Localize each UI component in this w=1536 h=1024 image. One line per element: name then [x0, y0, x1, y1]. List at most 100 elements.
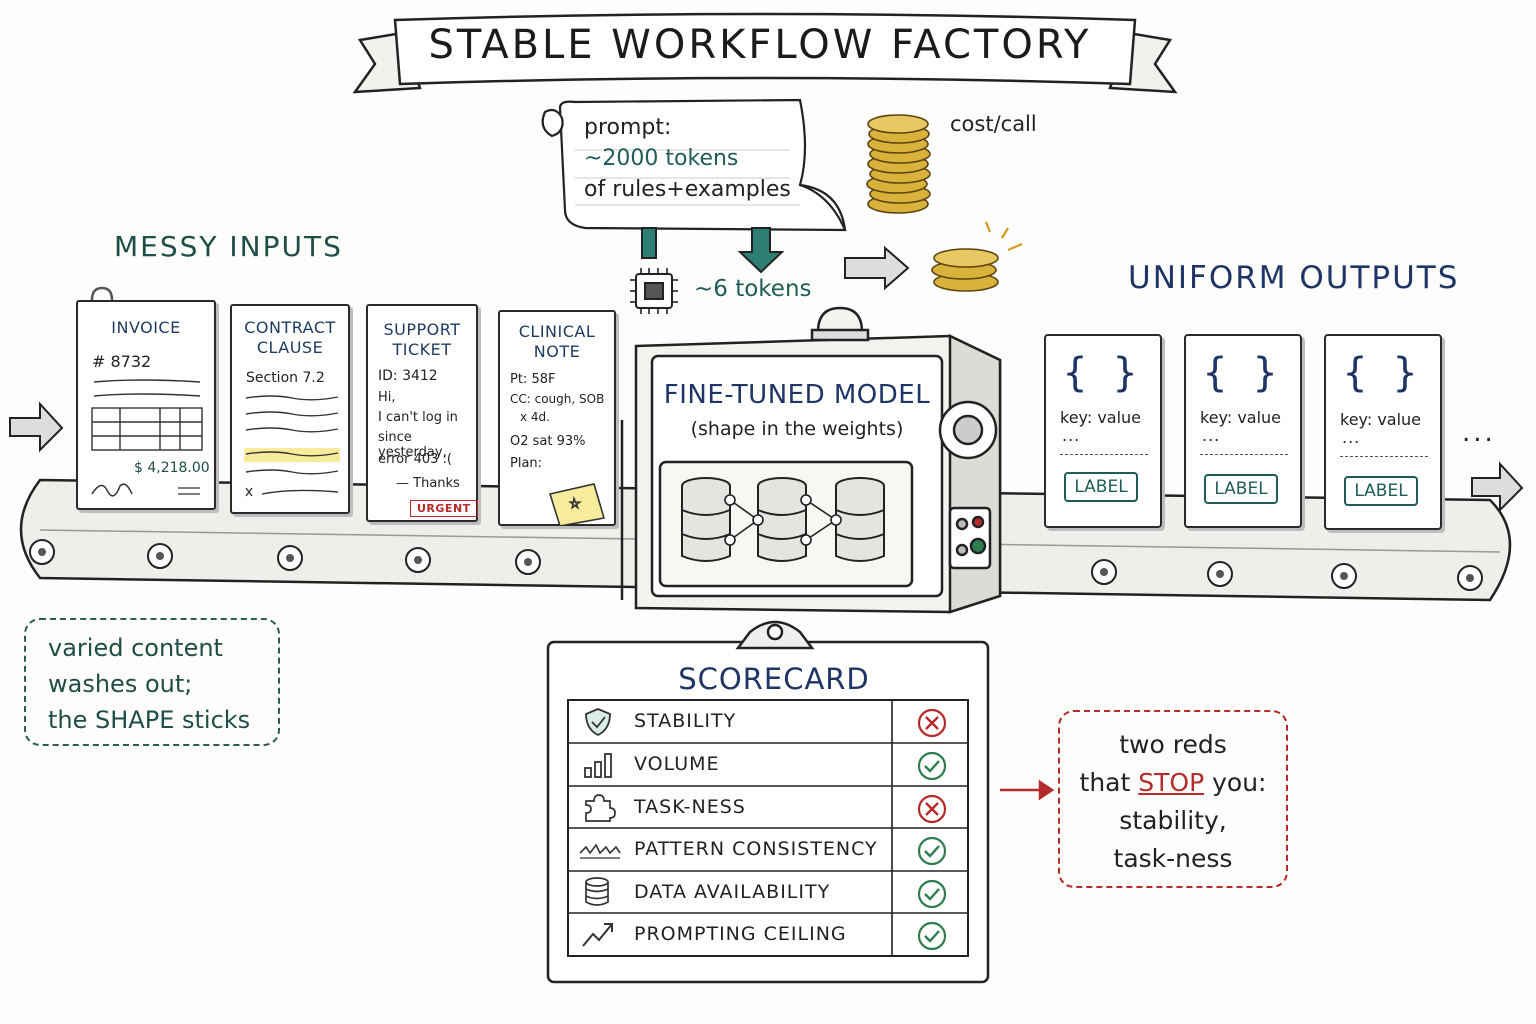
- shield-icon: [585, 708, 611, 737]
- fail-x-icon: [917, 708, 947, 738]
- more-outputs-ellipsis: ...: [1462, 418, 1496, 448]
- output-label: LABEL: [1344, 476, 1418, 506]
- output-ellipsis: ...: [1062, 426, 1081, 445]
- fine-tuned-machine: [620, 306, 1002, 614]
- prompt-token-count: ~2000 tokens: [584, 146, 739, 171]
- note-left-line-3a: the: [48, 706, 96, 734]
- json-brace-icon: { }: [1202, 350, 1284, 396]
- clinical-note-document: CLINICAL NOTE Pt: 58F CC: cough, SOB x 4…: [498, 310, 616, 526]
- pass-check-icon: [917, 836, 947, 866]
- invoice-amount: $ 4,218.00: [134, 460, 210, 476]
- scorecard-title: SCORECARD: [678, 662, 870, 696]
- chip-icon: [630, 268, 678, 314]
- output-divider: [1340, 456, 1428, 457]
- scorecard-label: STABILITY: [634, 710, 737, 732]
- scorecard-row-prompting-ceiling: PROMPTING CEILING: [568, 914, 968, 956]
- note-left-line-3c: sticks: [174, 706, 251, 734]
- wave-icon: [579, 843, 621, 859]
- pass-check-icon: [917, 751, 947, 781]
- clinical-title-1: CLINICAL: [518, 322, 596, 341]
- invoice-document: INVOICE # 8732 $ 4,218.00: [76, 300, 216, 510]
- note-left-line-3: the SHAPE sticks: [48, 702, 256, 738]
- invoice-title: INVOICE: [111, 318, 181, 337]
- scorecard-row-stability: STABILITY: [568, 701, 968, 743]
- output-key-value: key: value: [1060, 408, 1142, 427]
- pass-check-icon: [917, 921, 947, 951]
- note-left-shape-word: SHAPE: [95, 706, 175, 734]
- prompt-scroll-text: prompt: ~2000 tokens of rules+examples: [584, 112, 791, 205]
- output-card: { } key: value ... LABEL: [1044, 334, 1162, 528]
- shine-icon: [984, 221, 1023, 252]
- urgent-badge: URGENT: [410, 500, 478, 517]
- clinical-line-3: x 4d.: [520, 410, 550, 424]
- output-divider: [1060, 454, 1148, 455]
- contract-scribble-lines: [244, 395, 340, 497]
- ticket-line-2: I can't log in: [378, 410, 458, 425]
- contract-section: Section 7.2: [246, 370, 325, 386]
- model-database-icons: [681, 477, 885, 562]
- entry-arrow-icon: [9, 401, 64, 453]
- fail-x-icon: [917, 794, 947, 824]
- clinical-line-5: Plan:: [510, 456, 543, 471]
- output-key-value: key: value: [1200, 408, 1282, 427]
- bar-chart-icon: [584, 753, 612, 778]
- pass-check-icon: [917, 879, 947, 909]
- scorecard-label: DATA AVAILABILITY: [634, 881, 831, 903]
- ticket-line-4: error 403 :(: [378, 452, 453, 467]
- output-key-value: key: value: [1340, 410, 1422, 429]
- banner-title: STABLE WORKFLOW FACTORY: [428, 22, 1092, 68]
- ticket-line-1: Hi,: [378, 390, 396, 405]
- prompt-scroll: [541, 98, 847, 232]
- ticket-id: ID: 3412: [378, 368, 438, 384]
- uniform-outputs-heading: UNIFORM OUTPUTS: [1128, 260, 1460, 296]
- note-right-line-2a: that: [1079, 768, 1139, 797]
- messy-inputs-heading: MESSY INPUTS: [114, 230, 343, 263]
- clinical-title-2: NOTE: [533, 342, 581, 361]
- trend-up-icon: [582, 923, 613, 947]
- prompt-description: of rules+examples: [584, 177, 791, 202]
- note-right-line-2c: you:: [1204, 768, 1267, 797]
- scorecard-row-task-ness: TASK-NESS: [568, 787, 968, 829]
- invoice-table-icon: [91, 379, 203, 451]
- note-right-line-4: task-ness: [1113, 844, 1233, 873]
- ticket-title-2: TICKET: [392, 340, 452, 359]
- contract-title-2: CLAUSE: [256, 338, 324, 357]
- exit-arrow-icon: [1471, 461, 1524, 513]
- shape-sticks-note: varied content washes out; the SHAPE sti…: [24, 618, 280, 746]
- two-reds-note: two reds that STOP you: stability, task-…: [1058, 710, 1288, 888]
- clinical-line-2: CC: cough, SOB: [510, 392, 605, 406]
- output-ellipsis: ...: [1342, 428, 1361, 447]
- output-divider: [1200, 454, 1288, 455]
- contract-document: CONTRACT CLAUSE Section 7.2: [230, 304, 350, 514]
- output-card: { } key: value ... LABEL: [1324, 334, 1442, 530]
- scorecard-row-data-availability: DATA AVAILABILITY: [568, 872, 968, 914]
- json-brace-icon: { }: [1062, 350, 1144, 396]
- scorecard-label: TASK-NESS: [634, 796, 746, 818]
- output-label: LABEL: [1064, 472, 1138, 502]
- reduced-token-count: ~6 tokens: [694, 276, 812, 302]
- scorecard-board: [546, 620, 990, 984]
- support-ticket-document: SUPPORT TICKET ID: 3412 Hi, I can't log …: [366, 304, 478, 522]
- note-right-line-1: two reds: [1119, 730, 1227, 759]
- teal-arrows: [641, 227, 785, 274]
- output-label: LABEL: [1204, 474, 1278, 504]
- note-left-line-1: varied content: [48, 634, 223, 662]
- small-coin-stack-icon: [931, 248, 999, 292]
- arrow-right-icon: [844, 245, 910, 291]
- sticky-note-icon: [548, 483, 606, 526]
- scorecard-row-volume: VOLUME: [568, 744, 968, 786]
- scorecard-label: PATTERN CONSISTENCY: [634, 838, 878, 860]
- signature-icon: [91, 483, 200, 497]
- prompt-label: prompt:: [584, 115, 672, 140]
- json-brace-icon: { }: [1342, 350, 1424, 396]
- output-ellipsis: ...: [1202, 426, 1221, 445]
- machine-subtitle: (shape in the weights): [690, 418, 904, 440]
- database-icon: [585, 877, 609, 906]
- red-arrow-icon: [1000, 779, 1055, 801]
- machine-title: FINE-TUNED MODEL: [663, 380, 931, 410]
- scorecard-label: PROMPTING CEILING: [634, 923, 847, 945]
- ticket-title-1: SUPPORT: [383, 320, 461, 339]
- clinical-line-4: O2 sat 93%: [510, 434, 586, 449]
- note-left-line-2: washes out;: [48, 670, 193, 698]
- cost-label: cost/call: [950, 112, 1037, 136]
